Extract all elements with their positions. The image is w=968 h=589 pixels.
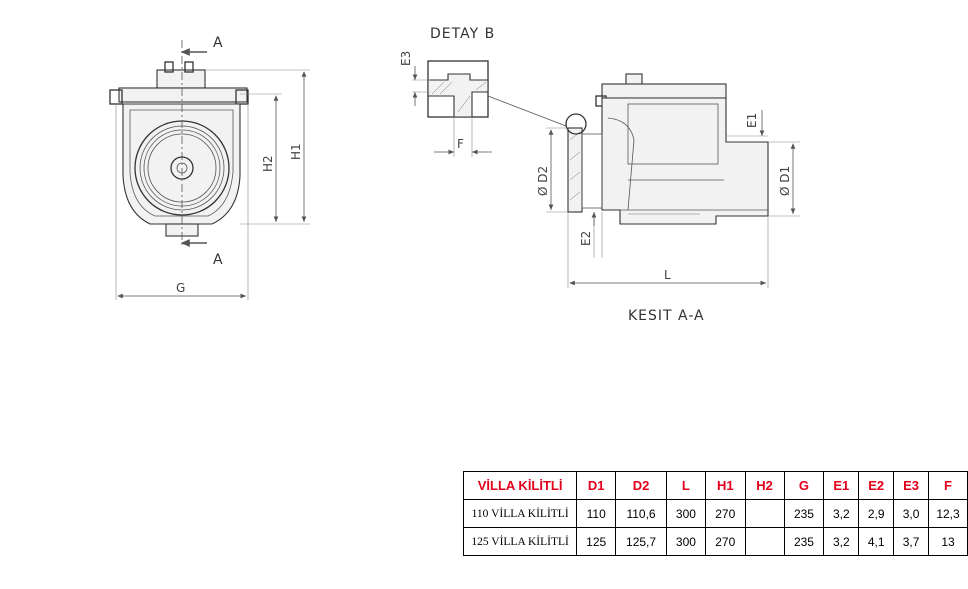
table-cell: 235 bbox=[783, 527, 825, 556]
dim-label-f: F bbox=[457, 137, 464, 151]
dim-label-e3: E3 bbox=[399, 51, 413, 66]
table-header-cell: D2 bbox=[615, 471, 667, 500]
dim-label-h1: H1 bbox=[289, 143, 303, 160]
valve-body bbox=[122, 103, 241, 225]
table-cell: 300 bbox=[665, 499, 706, 528]
detail-b-circle bbox=[565, 113, 587, 135]
table-cell: 12,3 bbox=[928, 499, 968, 528]
front-view: A A G H2 H1 bbox=[109, 35, 310, 300]
dim-label-l: L bbox=[664, 268, 671, 282]
table-cell: 270 bbox=[704, 499, 746, 528]
section-view: Ø D1 E1 Ø D2 E2 L KESIT A-A bbox=[536, 73, 800, 324]
section-label-bottom: A bbox=[213, 252, 224, 268]
table-row: 110 VİLLA KİLİTLİ 110 110,6 300 270 235 … bbox=[462, 499, 968, 528]
table-header-cell: D1 bbox=[576, 471, 617, 500]
table-header-cell: L bbox=[665, 471, 706, 500]
table-cell bbox=[744, 527, 785, 556]
detail-b: DETAY B E3 F bbox=[399, 26, 567, 157]
dim-label-d1: Ø D1 bbox=[778, 166, 792, 196]
spec-table: VİLLA KİLİTLİ D1 D2 L H1 H2 G E1 E2 E3 F… bbox=[462, 471, 968, 556]
table-header-cell: VİLLA KİLİTLİ bbox=[462, 471, 578, 500]
table-header-cell: G bbox=[783, 471, 825, 500]
body-flange bbox=[118, 87, 248, 103]
table-cell: 125,7 bbox=[615, 527, 667, 556]
dim-label-e1: E1 bbox=[745, 113, 759, 128]
section-body bbox=[601, 97, 769, 225]
section-flange bbox=[601, 83, 727, 99]
table-header-cell: H2 bbox=[744, 471, 785, 500]
detail-leader bbox=[487, 95, 567, 127]
dim-label-g: G bbox=[176, 281, 185, 295]
table-cell: 125 bbox=[576, 527, 617, 556]
section-socket bbox=[567, 127, 583, 213]
table-cell: 4,1 bbox=[858, 527, 895, 556]
table-cell: 110,6 bbox=[615, 499, 667, 528]
section-title: KESIT A-A bbox=[628, 308, 705, 324]
table-header-cell: F bbox=[928, 471, 968, 500]
table-row: 125 VİLLA KİLİTLİ 125 125,7 300 270 235 … bbox=[462, 527, 968, 556]
table-cell: 3,2 bbox=[823, 499, 860, 528]
valve-cap bbox=[156, 69, 206, 89]
table-cell: 13 bbox=[928, 527, 968, 556]
table-cell: 2,9 bbox=[858, 499, 895, 528]
table-cell: 3,2 bbox=[823, 527, 860, 556]
table-header-cell: E2 bbox=[858, 471, 895, 500]
table-cell: 125 VİLLA KİLİTLİ bbox=[462, 527, 578, 556]
table-cell: 235 bbox=[783, 499, 825, 528]
table-cell: 3,7 bbox=[893, 527, 930, 556]
table-cell: 110 VİLLA KİLİTLİ bbox=[462, 499, 578, 528]
dim-label-e2: E2 bbox=[579, 231, 593, 246]
section-label-top: A bbox=[213, 35, 224, 51]
table-cell bbox=[744, 499, 785, 528]
dim-label-d2: Ø D2 bbox=[536, 166, 550, 196]
table-cell: 3,0 bbox=[893, 499, 930, 528]
dim-label-h2: H2 bbox=[261, 155, 275, 172]
table-cell: 110 bbox=[576, 499, 617, 528]
table-cell: 300 bbox=[665, 527, 706, 556]
table-header-cell: E3 bbox=[893, 471, 930, 500]
table-header-cell: H1 bbox=[704, 471, 746, 500]
detail-title: DETAY B bbox=[430, 26, 495, 42]
table-cell: 270 bbox=[704, 527, 746, 556]
table-header-row: VİLLA KİLİTLİ D1 D2 L H1 H2 G E1 E2 E3 F bbox=[462, 471, 968, 500]
table-header-cell: E1 bbox=[823, 471, 860, 500]
